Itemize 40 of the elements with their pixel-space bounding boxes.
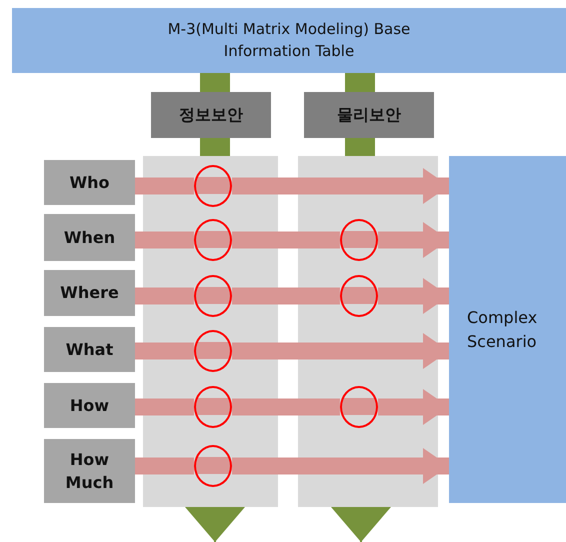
row-label-box: When (44, 214, 135, 261)
row-label-box: How (44, 383, 135, 428)
ring-marker (194, 445, 232, 487)
ring-marker (194, 165, 232, 207)
result-panel: Complex Scenario (449, 156, 566, 503)
connector-bar (232, 288, 340, 304)
ring-marker (340, 275, 378, 317)
connector-bar (135, 398, 194, 416)
ring-marker (194, 275, 232, 317)
ring-marker (340, 219, 378, 261)
ring-marker (194, 330, 232, 372)
row-label-box: Where (44, 270, 135, 316)
block-arrow (331, 507, 391, 542)
connector-bar (135, 458, 194, 474)
header-band: M-3(Multi Matrix Modeling) Base Information Table (12, 8, 566, 73)
connector-bar (135, 178, 194, 194)
connector-bar (200, 138, 230, 156)
connector-bar (345, 73, 375, 92)
row-label-box: How Much (44, 439, 135, 503)
block-arrow (378, 389, 449, 425)
connector-bar (200, 73, 230, 92)
connector-bar (135, 288, 194, 304)
row-label-box: What (44, 327, 135, 372)
connector-bar (135, 342, 194, 360)
connector-bar (345, 138, 375, 156)
row-label-box: Who (44, 160, 135, 205)
category-box: 물리보안 (304, 92, 434, 138)
block-arrow (232, 168, 449, 204)
category-box: 정보보안 (151, 92, 271, 138)
connector-bar (232, 232, 340, 248)
block-arrow (378, 278, 449, 314)
connector-bar (232, 398, 340, 416)
block-arrow (378, 222, 449, 258)
ring-marker (194, 219, 232, 261)
block-arrow (232, 333, 449, 369)
block-arrow (232, 448, 449, 484)
connector-bar (135, 232, 194, 248)
ring-marker (194, 386, 232, 428)
ring-marker (340, 386, 378, 428)
block-arrow (185, 507, 245, 542)
